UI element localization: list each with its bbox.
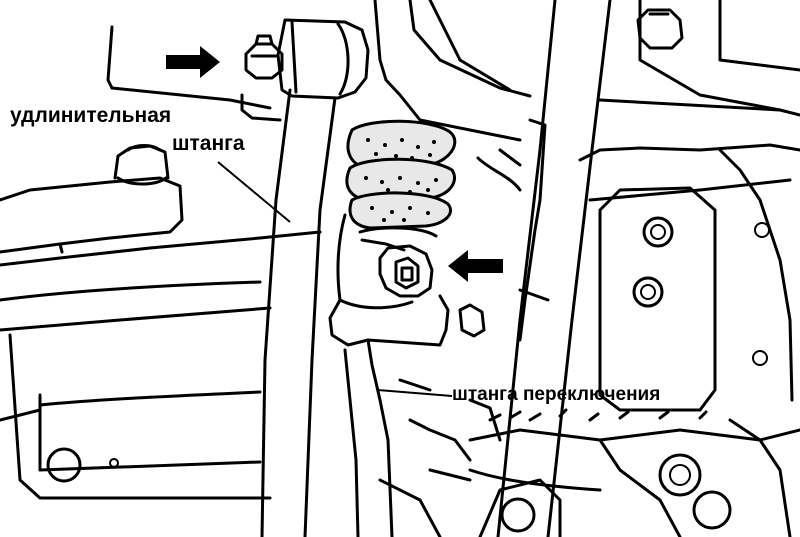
extension-rod-leader xyxy=(217,161,291,223)
bracket-bolt xyxy=(0,25,272,254)
shift-rod-leader xyxy=(377,389,453,397)
callout-arrows xyxy=(166,46,503,282)
left-arrow-icon xyxy=(448,250,503,282)
engine-pipe xyxy=(373,0,532,192)
drain-plug-icon xyxy=(46,447,82,483)
extension-rod xyxy=(240,88,337,537)
right-arrow-icon xyxy=(166,46,220,78)
transmission-housing xyxy=(0,230,322,500)
rod-end-bushing xyxy=(244,18,370,100)
shift-lever-clevis xyxy=(328,213,486,537)
extension-rod-label-line2: штанга xyxy=(172,132,245,155)
gear-assembly xyxy=(378,378,800,537)
shift-rod-label: штанга переключения xyxy=(452,384,660,405)
steering-column xyxy=(496,0,782,537)
spring-texture xyxy=(364,138,438,222)
mounting-plate xyxy=(518,0,800,412)
extension-rod-label-line1: удлинительная xyxy=(10,104,171,127)
top-nut xyxy=(636,8,684,50)
leader-lines xyxy=(217,161,453,397)
